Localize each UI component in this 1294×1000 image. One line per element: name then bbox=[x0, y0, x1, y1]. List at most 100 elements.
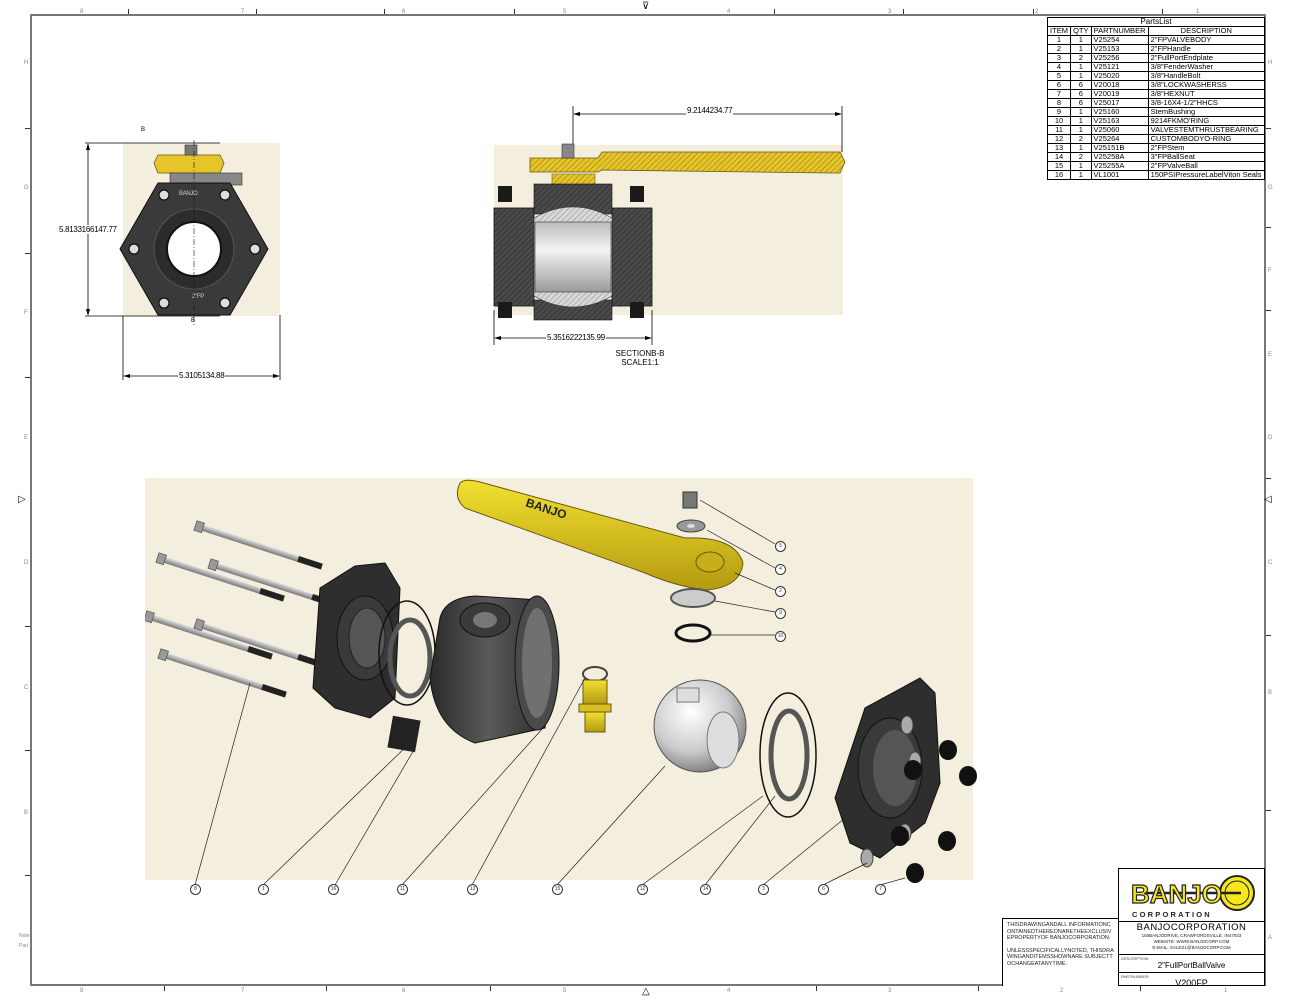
part-number-label: PARTNUMBER bbox=[1121, 974, 1149, 979]
stem-item-13 bbox=[578, 666, 612, 733]
cell-item: 16 bbox=[1046, 170, 1072, 180]
col-tick bbox=[774, 9, 775, 14]
col-label: 6 bbox=[402, 988, 406, 994]
section-marker-top: B bbox=[141, 127, 145, 133]
col-label: 5 bbox=[563, 988, 567, 994]
valve-body-item-1 bbox=[429, 595, 560, 744]
col-label: 1 bbox=[1224, 988, 1228, 994]
col-tick bbox=[1033, 9, 1034, 14]
row-label: B bbox=[1268, 690, 1273, 696]
body-length-dimension: 5.3516222135.99 bbox=[546, 333, 606, 342]
company-name: BANJOCORPORATION bbox=[1136, 922, 1247, 933]
handle-length-dimension: 9.2144234.77 bbox=[686, 106, 734, 115]
balloon-item: 6 bbox=[818, 884, 829, 895]
col-label: 4 bbox=[727, 9, 731, 15]
handle-cap bbox=[153, 154, 225, 174]
description-label: DESCRIPTION bbox=[1121, 956, 1149, 961]
center-mark-top-icon: ⊽ bbox=[642, 1, 650, 12]
arrow-icon bbox=[86, 143, 90, 150]
col-label: 2 bbox=[1060, 988, 1064, 994]
balloon-item: 12 bbox=[637, 884, 648, 895]
col-label: 3 bbox=[888, 988, 892, 994]
company-address: 150BANJODRIVE, CRAWFORDSVILLE, IN47933 bbox=[1141, 933, 1242, 938]
col-label: 4 bbox=[727, 988, 731, 994]
balloon-item: 13 bbox=[467, 884, 478, 895]
balloon-item: 15 bbox=[552, 884, 563, 895]
row-tick bbox=[1266, 227, 1271, 228]
col-label: 2 bbox=[1035, 9, 1039, 15]
body-text-size: 2"FP bbox=[192, 294, 204, 300]
row-label: H bbox=[1268, 60, 1273, 66]
handle-bolt-item-5 bbox=[682, 491, 698, 509]
balloon-item: 3 bbox=[758, 884, 769, 895]
row-tick bbox=[25, 875, 30, 876]
section-label: SECTIONB-B SCALE1:1 bbox=[600, 349, 680, 367]
row-tick bbox=[25, 626, 30, 627]
row-tick bbox=[25, 253, 30, 254]
side-note: Part bbox=[19, 943, 29, 949]
section-scale: SCALE1:1 bbox=[621, 358, 659, 367]
balloon-item: 11 bbox=[397, 884, 408, 895]
section-marker-bottom: B bbox=[191, 318, 195, 324]
banjo-logo: BANJO CORPORATION bbox=[1130, 875, 1255, 919]
row-label: G bbox=[24, 185, 29, 191]
arrow-icon bbox=[123, 374, 130, 378]
row-tick bbox=[1266, 810, 1271, 811]
col-label: 6 bbox=[402, 9, 406, 15]
col-label: 3 bbox=[888, 9, 892, 15]
col-tick bbox=[903, 9, 904, 14]
drawing-frame bbox=[30, 14, 1266, 986]
part-number-value: V200FP bbox=[1175, 978, 1208, 988]
arrow-icon bbox=[835, 112, 842, 116]
row-tick bbox=[1266, 478, 1271, 479]
section-view-drawing bbox=[493, 106, 846, 345]
center-mark-left-icon: ▷ bbox=[18, 494, 26, 505]
row-tick bbox=[1266, 635, 1271, 636]
balloon-item: 2 bbox=[775, 586, 786, 597]
col-tick bbox=[128, 9, 129, 14]
exploded-view-drawing: BANJO bbox=[145, 479, 977, 886]
col-tick bbox=[514, 9, 515, 14]
col-tick bbox=[164, 986, 165, 991]
row-label: D bbox=[24, 560, 29, 566]
row-tick bbox=[25, 128, 30, 129]
row-label: E bbox=[24, 435, 29, 441]
notice-proprietary: THISDRAWINGANDALL INFORMATIONCONTAINEDTH… bbox=[1007, 922, 1112, 941]
logo-corporation: CORPORATION bbox=[1132, 910, 1212, 919]
height-dimension: 5.8133166147.77 bbox=[58, 225, 118, 234]
parts-list-header-row: ITEM QTY PARTNUMBER DESCRIPTION bbox=[1046, 26, 1266, 36]
row-label: C bbox=[24, 685, 29, 691]
row-tick bbox=[1266, 128, 1271, 129]
row-label: F bbox=[24, 310, 28, 316]
company-website: WEBSITE: WWW.BANJOCORP.COM bbox=[1153, 939, 1230, 944]
col-tick bbox=[816, 986, 817, 991]
row-label: H bbox=[24, 60, 29, 66]
notice-change: UNLESSSPECIFICALLYNOTED, THISDRAWINGANDI… bbox=[1007, 947, 1114, 967]
balloon-item: 10 bbox=[775, 631, 786, 642]
cell-qty: 1 bbox=[1070, 170, 1092, 180]
row-label: D bbox=[1268, 435, 1273, 441]
col-label: 5 bbox=[563, 9, 567, 15]
part-number-cell: PARTNUMBER V200FP bbox=[1119, 973, 1264, 988]
col-tick bbox=[256, 9, 257, 14]
balloon-item: 14 bbox=[700, 884, 711, 895]
front-view-drawing bbox=[85, 140, 281, 380]
ball-seat-item-14 bbox=[387, 617, 433, 699]
handle-section bbox=[529, 151, 846, 174]
col-tick bbox=[326, 986, 327, 991]
section-title: SECTIONB-B bbox=[615, 349, 665, 358]
col-label: 8 bbox=[80, 988, 84, 994]
title-block-main: BANJO CORPORATION BANJOCORPORATION 150BA… bbox=[1118, 868, 1265, 988]
handle-item-2 bbox=[456, 479, 744, 591]
balloon-item: 4 bbox=[775, 564, 786, 575]
oring-item-12-right bbox=[759, 692, 817, 818]
balloon-item: 5 bbox=[775, 541, 786, 552]
handle-bolt bbox=[184, 144, 198, 156]
balloon-item: 1 bbox=[258, 884, 269, 895]
width-dimension: 5.3105134.88 bbox=[178, 371, 226, 380]
company-info: BANJOCORPORATION 150BANJODRIVE, CRAWFORD… bbox=[1119, 922, 1264, 955]
ball-item-15 bbox=[653, 679, 747, 773]
